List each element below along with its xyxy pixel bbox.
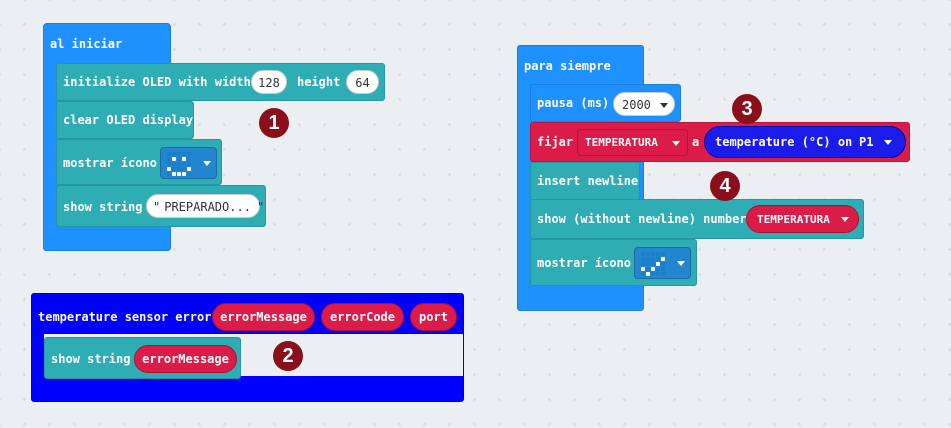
error-message-arg[interactable]: errorMessage xyxy=(134,345,237,373)
variable-name: TEMPERATURA xyxy=(585,136,658,149)
pause-label: pausa (ms) xyxy=(537,96,610,110)
show-icon-block-start[interactable]: mostrar ícono xyxy=(56,139,222,185)
show-icon-label: mostrar ícono xyxy=(63,156,157,170)
string-value: PREPARADO... xyxy=(164,200,251,214)
show-number-variable-name: TEMPERATURA xyxy=(757,213,830,226)
height-input[interactable]: 64 xyxy=(346,70,379,94)
initialize-oled-label: initialize OLED with width xyxy=(63,75,251,89)
happy-face-icon xyxy=(167,152,191,176)
temperature-reporter-label: temperature (°C) on xyxy=(715,135,853,149)
show-string-block-error[interactable]: show string errorMessage xyxy=(44,337,241,379)
initialize-oled-block[interactable]: initialize OLED with width 128 height 64 xyxy=(56,63,385,101)
set-to-label: a xyxy=(692,135,700,149)
close-quote: " xyxy=(256,200,265,214)
param-port[interactable]: port xyxy=(410,303,457,331)
open-quote: " xyxy=(153,200,161,214)
sensor-error-label: temperature sensor error xyxy=(38,310,212,324)
insert-newline-block[interactable]: insert newline xyxy=(530,162,640,200)
show-string-error-label: show string xyxy=(51,352,131,366)
chevron-down-icon xyxy=(660,103,668,108)
marker-3: 3 xyxy=(732,94,762,124)
chevron-down-icon xyxy=(677,261,685,266)
set-variable-block[interactable]: fijar TEMPERATURA a temperature (°C) on … xyxy=(530,122,910,162)
temperature-reporter[interactable]: temperature (°C) on P1 xyxy=(704,126,906,158)
param-error-message[interactable]: errorMessage xyxy=(212,303,315,331)
show-number-block[interactable]: show (without newline) number TEMPERATUR… xyxy=(530,199,864,239)
marker-1: 1 xyxy=(259,108,289,138)
pin-value[interactable]: P1 xyxy=(859,135,874,149)
pause-block[interactable]: pausa (ms) 2000 xyxy=(530,84,681,122)
pause-dropdown[interactable]: 2000 xyxy=(613,92,675,116)
chevron-down-icon xyxy=(203,161,211,166)
clear-oled-block[interactable]: clear OLED display xyxy=(56,101,194,139)
icon-dropdown-start[interactable] xyxy=(160,147,217,179)
chevron-down-icon xyxy=(672,141,680,146)
variable-dropdown[interactable]: TEMPERATURA xyxy=(577,129,688,156)
string-input[interactable]: "PREPARADO..." xyxy=(146,194,264,218)
marker-2: 2 xyxy=(273,341,303,371)
show-icon-block-forever[interactable]: mostrar ícono xyxy=(530,239,697,286)
chevron-down-icon xyxy=(841,217,849,222)
show-string-label: show string xyxy=(63,200,143,214)
show-number-variable[interactable]: TEMPERATURA xyxy=(746,205,859,233)
icon-dropdown-forever[interactable] xyxy=(634,247,691,279)
checkerboard-icon xyxy=(641,252,665,276)
forever-label: para siempre xyxy=(524,59,611,73)
height-label: height xyxy=(297,75,341,89)
set-label: fijar xyxy=(537,135,574,149)
marker-4: 4 xyxy=(710,171,740,201)
show-string-block-start[interactable]: show string "PREPARADO..." xyxy=(56,185,266,227)
chevron-down-icon xyxy=(884,140,892,145)
show-icon-forever-label: mostrar ícono xyxy=(537,256,631,270)
width-input[interactable]: 128 xyxy=(251,70,287,94)
pause-value: 2000 xyxy=(622,98,651,112)
param-error-code[interactable]: errorCode xyxy=(321,303,404,331)
clear-oled-label: clear OLED display xyxy=(63,113,194,127)
insert-newline-label: insert newline xyxy=(537,174,639,188)
on-start-label: al iniciar xyxy=(50,37,123,51)
show-number-label: show (without newline) number xyxy=(537,212,747,226)
